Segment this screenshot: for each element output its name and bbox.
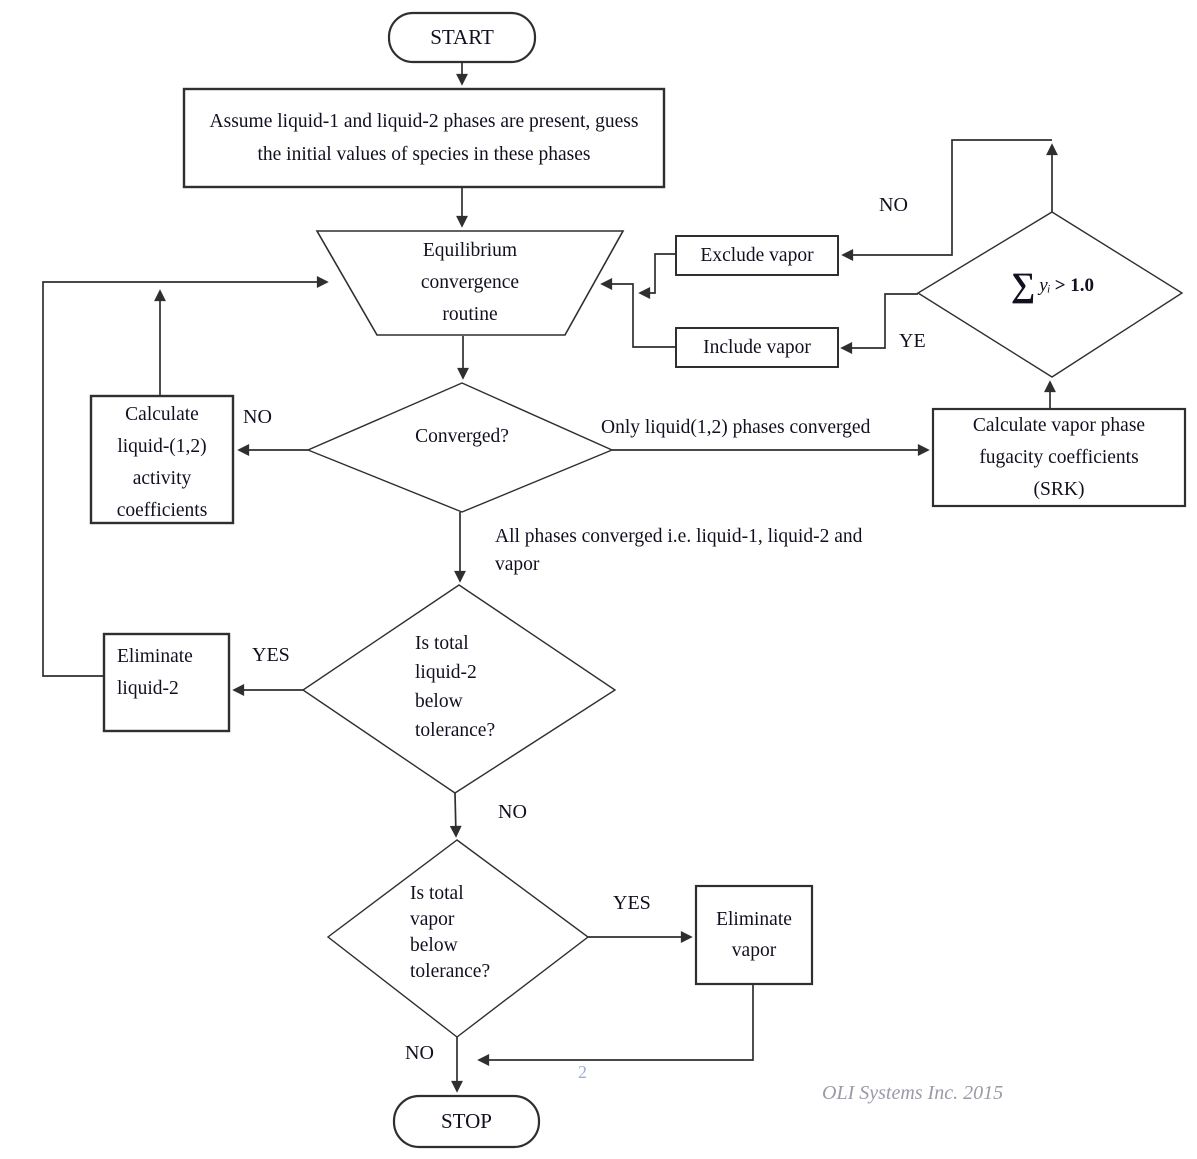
sum-variable: yᵢ xyxy=(1039,275,1051,296)
stop-terminator-shape xyxy=(392,1094,541,1149)
include-vapor-label: Include vapor xyxy=(703,336,811,358)
edge-label-ye-sum: YE xyxy=(899,330,926,352)
edge-label-no-vapor: NO xyxy=(405,1042,434,1064)
eliminate-vapor-process-shape xyxy=(694,884,814,986)
converged-decision-shape xyxy=(306,382,614,513)
edge-include-to-equilibrium xyxy=(600,278,676,348)
exclude-vapor-process-shape xyxy=(675,235,839,276)
eliminate-liquid2-process-shape xyxy=(102,632,231,733)
calc-fugacity-label: Calculate vapor phase fugacity coefficie… xyxy=(972,414,1146,500)
calc-fugacity-process-shape xyxy=(931,407,1187,508)
calc-activity-label: Calculate liquid-(1,2) activity coeffici… xyxy=(116,404,208,521)
eliminate-vapor-label: Eliminate vapor xyxy=(716,909,792,961)
liquid2-check-label: Is total liquid-2 below tolerance? xyxy=(415,633,496,741)
equilibrium-label: Equilibrium convergence routine xyxy=(420,240,520,325)
sum-comparison: > 1.0 xyxy=(1054,275,1095,296)
vapor-check-label: Is total vapor below tolerance? xyxy=(410,883,491,982)
edge-label-yes-liquid2: YES xyxy=(252,644,290,666)
equilibrium-trapezoid-shape xyxy=(315,230,625,336)
edge-eliminate-vapor-return xyxy=(477,985,754,1066)
edge-sum-yes-to-include xyxy=(840,293,918,354)
edge-sum-no-to-exclude xyxy=(841,139,1052,261)
edge-eliminate-liquid2-loop xyxy=(42,276,329,677)
edge-label-all-phases: All phases converged i.e. liquid-1, liqu… xyxy=(495,526,863,575)
edge-label-yes-vapor: YES xyxy=(613,892,651,914)
edge-label-no-liquid2: NO xyxy=(498,801,527,823)
assume-process-shape xyxy=(182,87,666,189)
edge-label-no-sum: NO xyxy=(879,194,908,216)
eliminate-liquid2-label: Eliminate liquid-2 xyxy=(117,646,193,699)
edge-liquid2-no-to-vapor xyxy=(449,792,462,838)
sum-check-label: ∑ yᵢ > 1.0 xyxy=(960,258,1145,314)
watermark-text: OLI Systems Inc. 2015 xyxy=(822,1082,1004,1104)
sum-decision-shape xyxy=(916,211,1184,378)
exclude-vapor-label: Exclude vapor xyxy=(700,244,814,266)
calc-activity-process-shape xyxy=(89,394,235,525)
edge-label-no-converged: NO xyxy=(243,406,272,428)
edge-exclude-join xyxy=(638,253,676,299)
assume-label: Assume liquid-1 and liquid-2 phases are … xyxy=(209,111,639,165)
edge-label-only-liquid: Only liquid(1,2) phases converged xyxy=(601,417,871,438)
converged-label: Converged? xyxy=(415,426,509,447)
stop-label: STOP xyxy=(441,1109,492,1133)
start-label: START xyxy=(430,25,494,49)
edge-label-page-ref: 2 xyxy=(578,1062,587,1082)
sigma-symbol: ∑ xyxy=(1010,267,1036,304)
